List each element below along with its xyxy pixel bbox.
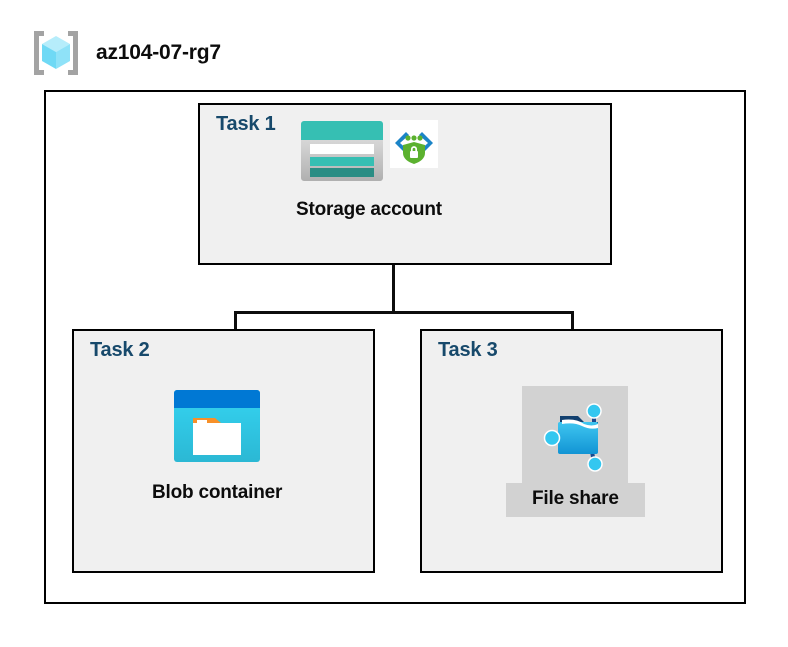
node-file-share[interactable]: File share	[506, 386, 645, 517]
blob-container-icon	[173, 389, 261, 468]
file-share-caption-plate: File share	[506, 483, 645, 517]
resource-group-title: az104-07-rg7	[96, 41, 221, 64]
storage-account-caption: Storage account	[296, 199, 442, 220]
storage-account-icon	[300, 120, 384, 187]
task-2-label: Task 2	[90, 339, 150, 361]
task-1-label: Task 1	[216, 113, 276, 135]
connector-storage-trunk	[392, 236, 395, 313]
secure-endpoint-shield-icon	[389, 120, 438, 173]
node-storage-account[interactable]: Storage account	[296, 120, 442, 221]
resource-group-header: az104-07-rg7	[30, 28, 221, 78]
task-3-label: Task 3	[438, 339, 498, 361]
storage-account-icon-row	[300, 120, 438, 187]
file-share-icon-plate	[522, 386, 629, 483]
node-blob-container[interactable]: Blob container	[152, 389, 282, 504]
task-2-box: Task 2	[72, 329, 375, 573]
file-share-caption: File share	[532, 488, 619, 509]
resource-group-icon	[30, 28, 82, 78]
connector-branch-bus	[234, 311, 574, 314]
blob-container-caption: Blob container	[152, 482, 283, 503]
file-share-icon	[536, 394, 614, 477]
